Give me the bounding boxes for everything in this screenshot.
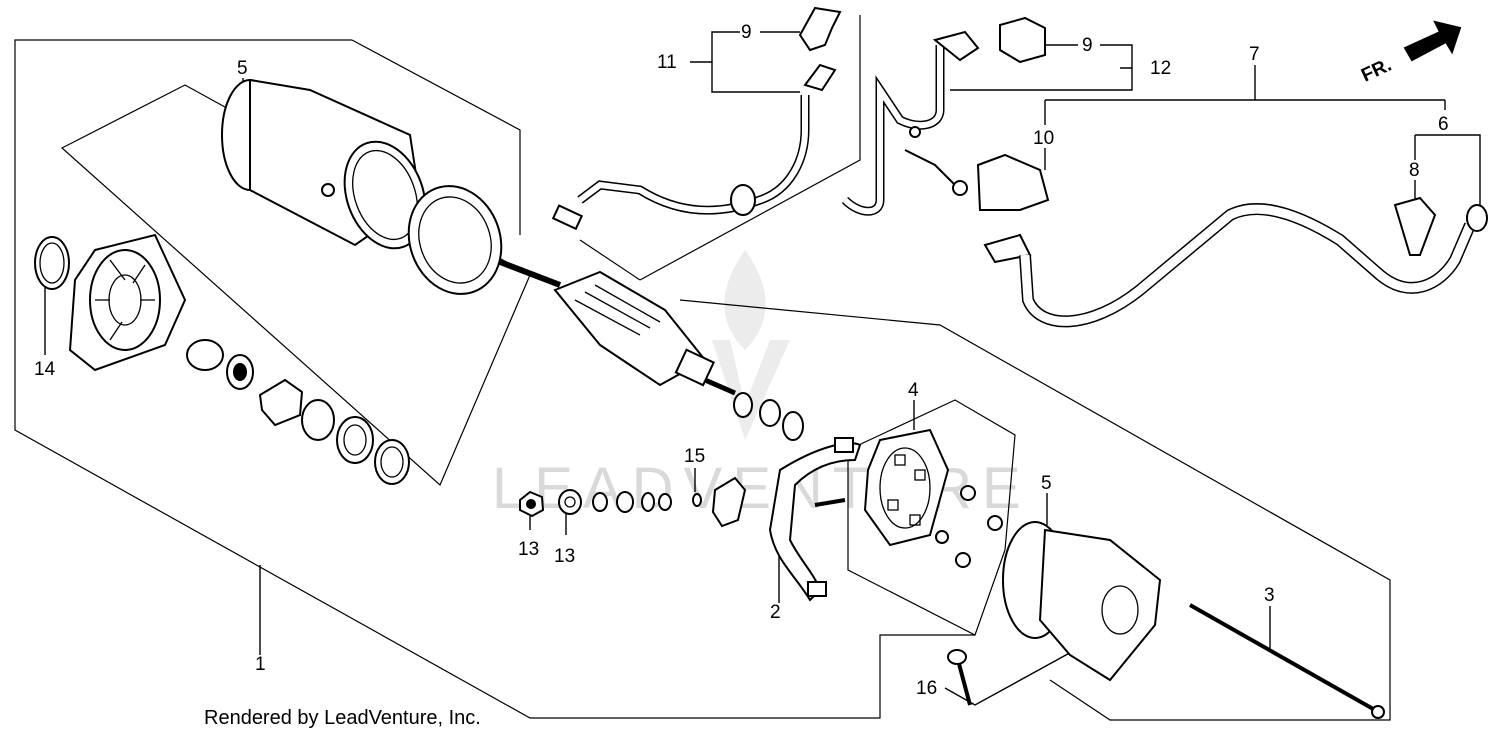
callout-10: 10 (1033, 128, 1054, 149)
front-bearings (186, 339, 410, 485)
front-direction-label: FR. (1358, 55, 1395, 87)
rear-cover (1002, 521, 1162, 682)
through-bolt (1189, 603, 1385, 719)
motor-case (221, 78, 427, 250)
callout-5-rear-cover: 5 (1041, 473, 1052, 494)
screw-bolt (947, 649, 972, 706)
rear-washers (733, 392, 804, 441)
group-outlines (14, 15, 1391, 721)
starter-cable-11 (551, 6, 842, 231)
callout-12: 12 (1150, 58, 1171, 79)
callout-9-left: 9 (741, 22, 752, 43)
footer-credit: Rendered by LeadVenture, Inc. (204, 707, 481, 729)
callout-5-motor-case: 5 (237, 58, 248, 79)
starter-cable-12 (841, 16, 1046, 216)
armature (498, 259, 736, 396)
callout-11: 11 (657, 52, 677, 73)
callout-16: 16 (916, 678, 937, 699)
callout-numbers: 1 2 3 4 5 5 6 7 8 9 9 10 11 12 13 13 14 … (34, 22, 1449, 699)
callout-13-right: 13 (554, 546, 575, 567)
callout-13-left: 13 (518, 539, 539, 560)
callout-1: 1 (255, 654, 266, 675)
callout-9-right: 9 (1082, 35, 1093, 56)
terminal-boot-10 (976, 153, 1050, 211)
callout-2: 2 (770, 602, 781, 623)
front-direction-arrow-icon: FR. (1358, 20, 1462, 87)
callout-7: 7 (1249, 44, 1260, 65)
callout-8: 8 (1409, 160, 1420, 181)
magnet-ring (407, 185, 503, 295)
leader-lines (44, 31, 1481, 706)
callout-15: 15 (684, 446, 705, 467)
front-cover (68, 233, 187, 372)
callout-6: 6 (1438, 114, 1449, 135)
o-ring-front (34, 236, 70, 290)
brush-spring-clip (768, 437, 862, 602)
battery-cable-6 (983, 196, 1488, 328)
terminal-hardware (519, 476, 747, 528)
callout-3: 3 (1264, 585, 1275, 606)
callout-4: 4 (908, 380, 919, 401)
brush-holder (814, 428, 1003, 568)
callout-14: 14 (34, 359, 56, 380)
